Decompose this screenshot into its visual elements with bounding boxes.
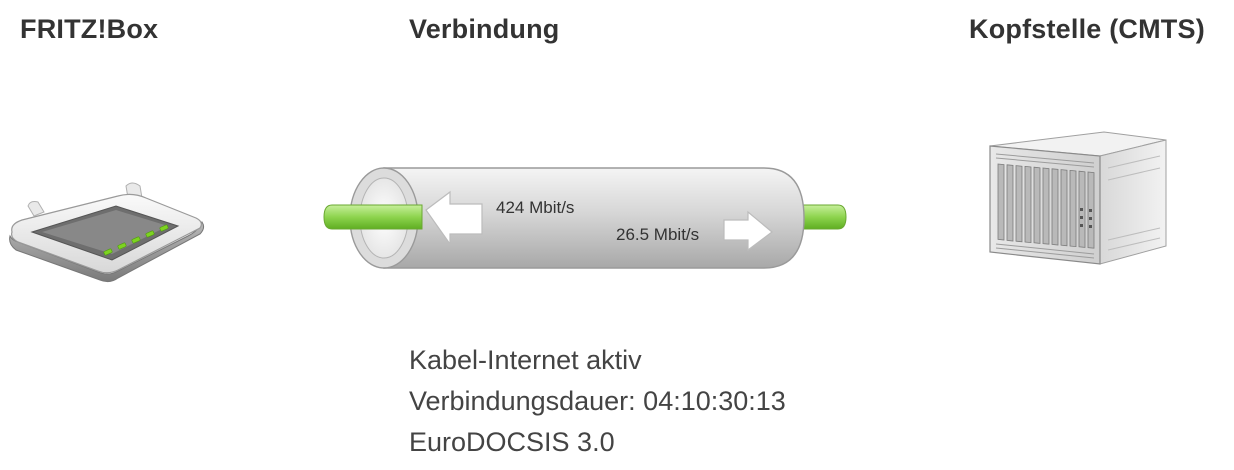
- connection-state-text: Kabel-Internet aktiv: [409, 345, 642, 375]
- connection-duration-text: Verbindungsdauer: 04:10:30:13: [409, 386, 786, 416]
- router-icon: [6, 176, 206, 286]
- fritzbox-heading: FRITZ!Box: [20, 14, 159, 44]
- connection-status: Kabel-Internet aktiv Verbindungsdauer: 0…: [409, 340, 786, 463]
- connection-pipe-icon: [320, 160, 850, 278]
- server-rack-icon: [982, 128, 1172, 270]
- upstream-rate: 26.5 Mbit/s: [616, 225, 700, 244]
- connection-heading: Verbindung: [409, 14, 560, 44]
- docsis-version-text: EuroDOCSIS 3.0: [409, 427, 615, 457]
- headend-heading: Kopfstelle (CMTS): [969, 14, 1205, 44]
- downstream-rate: 424 Mbit/s: [496, 198, 575, 217]
